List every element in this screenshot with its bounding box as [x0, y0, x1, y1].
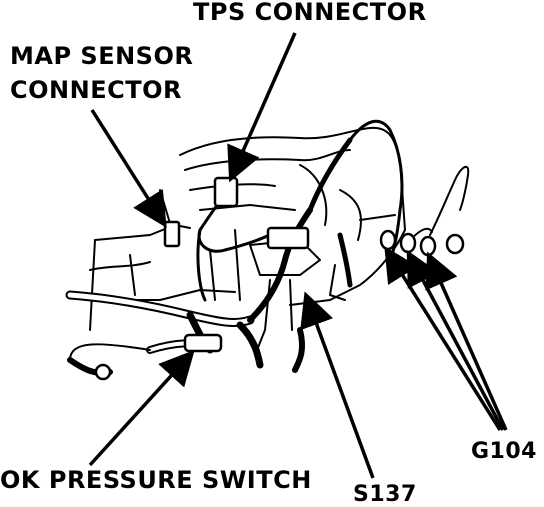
g104-arrow-3 [425, 251, 508, 431]
tps-arrow [227, 32, 297, 183]
map-sensor-label-line1: MAP SENSOR [10, 42, 194, 70]
ok-pressure-switch-label: OK PRESSURE SWITCH [0, 466, 312, 494]
leader-arrows [88, 32, 508, 479]
g104-arrow-1 [384, 246, 502, 431]
oil-pressure-switch-body [183, 333, 223, 353]
tps-connector-body [213, 176, 239, 208]
map-connector-body [163, 220, 181, 248]
map-sensor-label-line2: CONNECTOR [10, 76, 182, 104]
ok-pressure-arrow [88, 349, 195, 467]
g104-label: G104 [471, 439, 537, 464]
s137-arrow [300, 291, 375, 479]
map-arrow [90, 109, 167, 228]
s137-label: S137 [353, 482, 417, 507]
tps-connector-label: TPS CONNECTOR [193, 0, 427, 26]
g104-arrow-2 [406, 249, 505, 431]
